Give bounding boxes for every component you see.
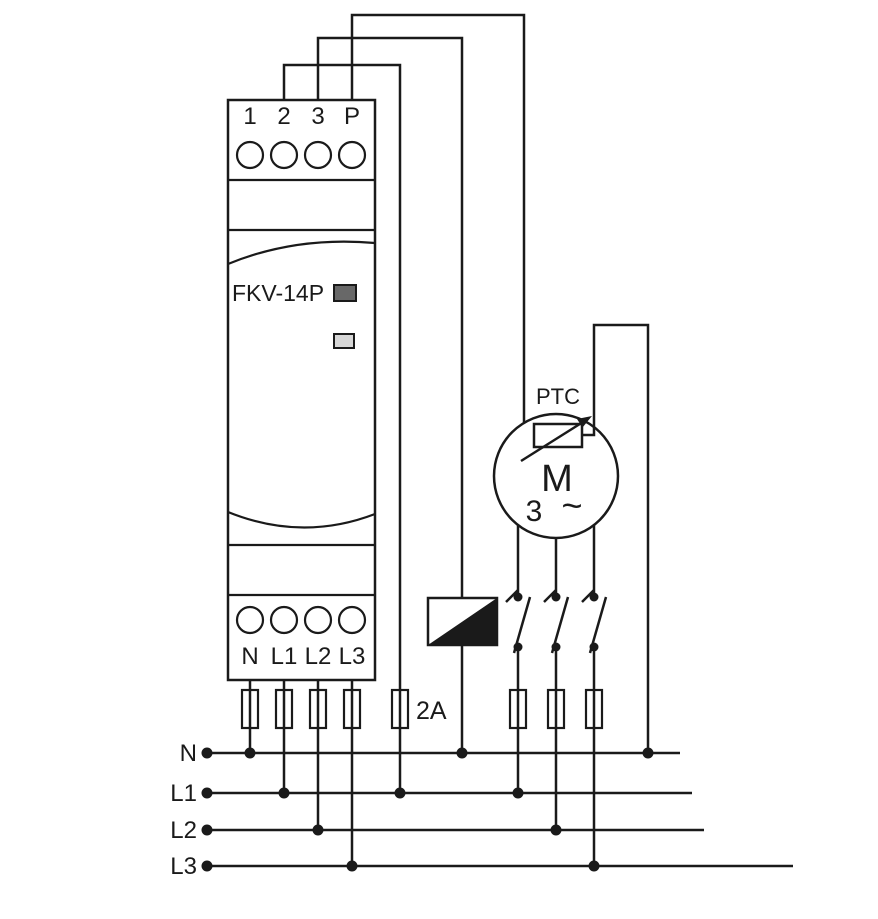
led-indicator-top: [333, 284, 357, 302]
contact-blade: [588, 596, 608, 654]
terminal-screw-3: [303, 140, 333, 170]
terminal-screw-p: [337, 140, 367, 170]
wire-terminal-2-to-l1-bus: [282, 63, 402, 793]
terminal-screw-l1: [269, 605, 299, 635]
terminal-screw-2: [269, 140, 299, 170]
motor-phase-count: 3: [526, 495, 543, 528]
bus-lines: N L1 L2 L3: [170, 740, 793, 880]
terminal-label-1: 1: [243, 103, 256, 130]
fuse-l3: [342, 688, 362, 730]
fuse-n: [240, 688, 260, 730]
junction-dot: [244, 747, 256, 759]
wire-ptc-to-n-bus: [582, 323, 650, 753]
contactor-coil: [426, 596, 499, 647]
contact-tick: [543, 589, 557, 603]
junction-dot: [201, 860, 213, 872]
ptc-arrow-head: [577, 416, 592, 428]
bus-label-l1: L1: [170, 780, 197, 807]
led-indicator-bottom: [333, 333, 355, 349]
terminal-label-3: 3: [311, 103, 324, 130]
contact-blade: [512, 596, 532, 654]
junction-dot: [588, 860, 600, 872]
junction-dot: [346, 860, 358, 872]
junction-dots: [201, 747, 654, 872]
coil-triangle: [428, 598, 497, 645]
contact-point: [589, 592, 599, 602]
fuse-motor-2: [546, 688, 566, 730]
fuses: 2A: [240, 688, 604, 730]
model-label: FKV-14P: [232, 280, 324, 306]
terminal-label-l3: L3: [339, 643, 366, 670]
junction-dot: [550, 824, 562, 836]
terminal-label-l1: L1: [271, 643, 298, 670]
motor-letter: M: [541, 458, 573, 500]
contactor-contact-1: [505, 589, 532, 654]
ptc-arrow-shaft: [520, 420, 584, 463]
contactor-contact-2: [543, 589, 570, 654]
terminal-label-p: P: [344, 103, 360, 130]
junction-dot: [456, 747, 468, 759]
motor-phase-leads: [516, 525, 596, 597]
terminal-screw-l3: [337, 605, 367, 635]
fuse-l1: [274, 688, 294, 730]
terminal-screw-1: [235, 140, 265, 170]
junction-dot: [642, 747, 654, 759]
contact-point: [513, 592, 523, 602]
junction-dot: [512, 787, 524, 799]
motor-symbol: PTC M 3 ~: [492, 323, 650, 753]
fuse-motor-1: [508, 688, 528, 730]
fuse-rating-label: 2A: [416, 697, 447, 725]
din-device: 1 2 3 P FKV-14P N L1 L2 L3: [226, 98, 377, 682]
terminal-screw-l2: [303, 605, 333, 635]
bus-label-l2: L2: [170, 817, 197, 844]
junction-dot: [278, 787, 290, 799]
junction-dot: [201, 787, 213, 799]
device-face-arc-top: [227, 240, 376, 266]
junction-dot: [201, 747, 213, 759]
bus-label-n: N: [180, 740, 197, 767]
contact-point: [551, 592, 561, 602]
ptc-label: PTC: [536, 384, 580, 409]
contact-tick: [505, 589, 519, 603]
terminal-label-l2: L2: [305, 643, 332, 670]
fuse-motor-3: [584, 688, 604, 730]
terminal-screw-n: [235, 605, 265, 635]
junction-dot: [312, 824, 324, 836]
device-face-arc-bottom: [227, 510, 376, 529]
fuse-l2: [308, 688, 328, 730]
junction-dot: [201, 824, 213, 836]
terminal-label-n: N: [241, 643, 258, 670]
bus-label-l3: L3: [170, 853, 197, 880]
motor-ac-symbol: ~: [561, 485, 582, 526]
contact-tick: [581, 589, 595, 603]
contactor-contact-3: [581, 589, 608, 654]
junction-dot: [394, 787, 406, 799]
terminal-label-2: 2: [277, 103, 290, 130]
device-body: [226, 98, 377, 682]
contact-blade: [550, 596, 570, 654]
wire-terminal-3-to-coil: [316, 36, 464, 598]
fuse-control-2a: [390, 688, 410, 730]
wire-terminal-p-to-ptc: [350, 13, 534, 437]
contactor-contacts: [505, 589, 608, 654]
